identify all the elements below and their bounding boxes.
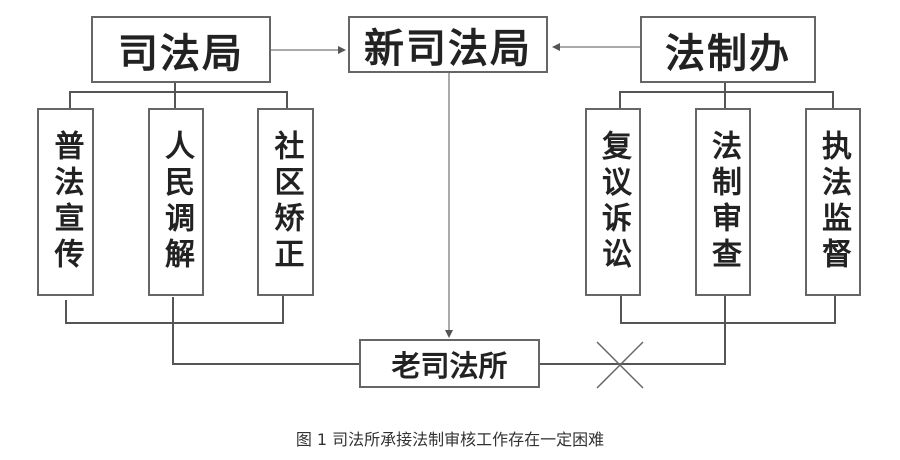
right-top-bracket <box>619 91 834 108</box>
renmin-to-old-line <box>172 297 359 365</box>
node-label: 执法监督 <box>816 130 851 274</box>
node-label: 法制办 <box>665 30 791 77</box>
node-shequ-jiaozheng: 社区矫正 <box>257 108 314 296</box>
node-label: 法制审查 <box>706 130 741 274</box>
node-zhifa-jiandu: 执法监督 <box>805 108 861 296</box>
node-fazhi-shencha: 法制审查 <box>695 108 751 296</box>
fazhi-to-old-line <box>539 295 726 365</box>
node-xin-sifaju: 新司法局 <box>348 16 548 73</box>
blocked-cross-icon <box>596 341 644 389</box>
figure-caption: 图 1 司法所承接法制审核工作存在一定困难 <box>295 430 605 449</box>
node-fazhiban: 法制办 <box>640 16 816 83</box>
node-label: 老司法所 <box>391 348 508 383</box>
left-top-bracket <box>69 91 288 108</box>
node-label: 社区矫正 <box>268 130 304 274</box>
node-lao-sifasuo: 老司法所 <box>359 339 540 388</box>
node-sifaju: 司法局 <box>91 16 271 83</box>
node-label: 司法局 <box>118 30 244 77</box>
node-label: 普法宣传 <box>48 130 84 274</box>
node-label: 新司法局 <box>364 25 532 72</box>
left-bottom-bracket <box>65 295 284 324</box>
node-label: 复议诉讼 <box>596 130 631 274</box>
node-pufa-xuanchuan: 普法宣传 <box>37 108 94 296</box>
right-bottom-bracket <box>620 295 836 324</box>
node-fuyi-susong: 复议诉讼 <box>585 108 641 296</box>
node-label: 人民调解 <box>159 130 194 274</box>
node-renmin-tiaojie: 人民调解 <box>148 108 204 296</box>
